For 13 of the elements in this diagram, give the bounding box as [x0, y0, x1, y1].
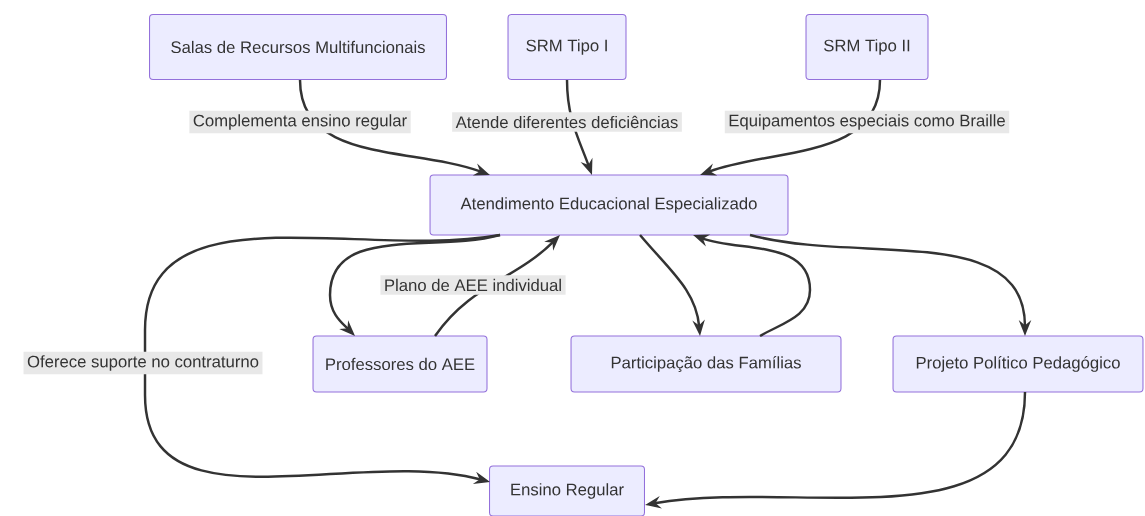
process-box: Participação das Famílias	[570, 335, 842, 393]
edge-label: Atende diferentes deficiências	[452, 112, 682, 132]
process-box: Ensino Regular	[489, 465, 645, 516]
process-box: Salas de Recursos Multifuncionais	[149, 13, 447, 80]
edge-label: Equipamentos especiais como Braille	[724, 110, 1010, 134]
edge-label: Plano de AEE individual	[380, 275, 566, 295]
process-box: SRM Tipo II	[805, 13, 929, 80]
process-box: SRM Tipo I	[507, 13, 627, 80]
edge-label: Oferece suporte no contraturno	[23, 351, 263, 375]
process-box: Atendimento Educacional Especializado	[429, 174, 789, 236]
process-box: Projeto Político Pedagógico	[892, 335, 1144, 393]
process-box: Professores do AEE	[312, 335, 488, 393]
edge-label: Complementa ensino regular	[189, 110, 411, 134]
